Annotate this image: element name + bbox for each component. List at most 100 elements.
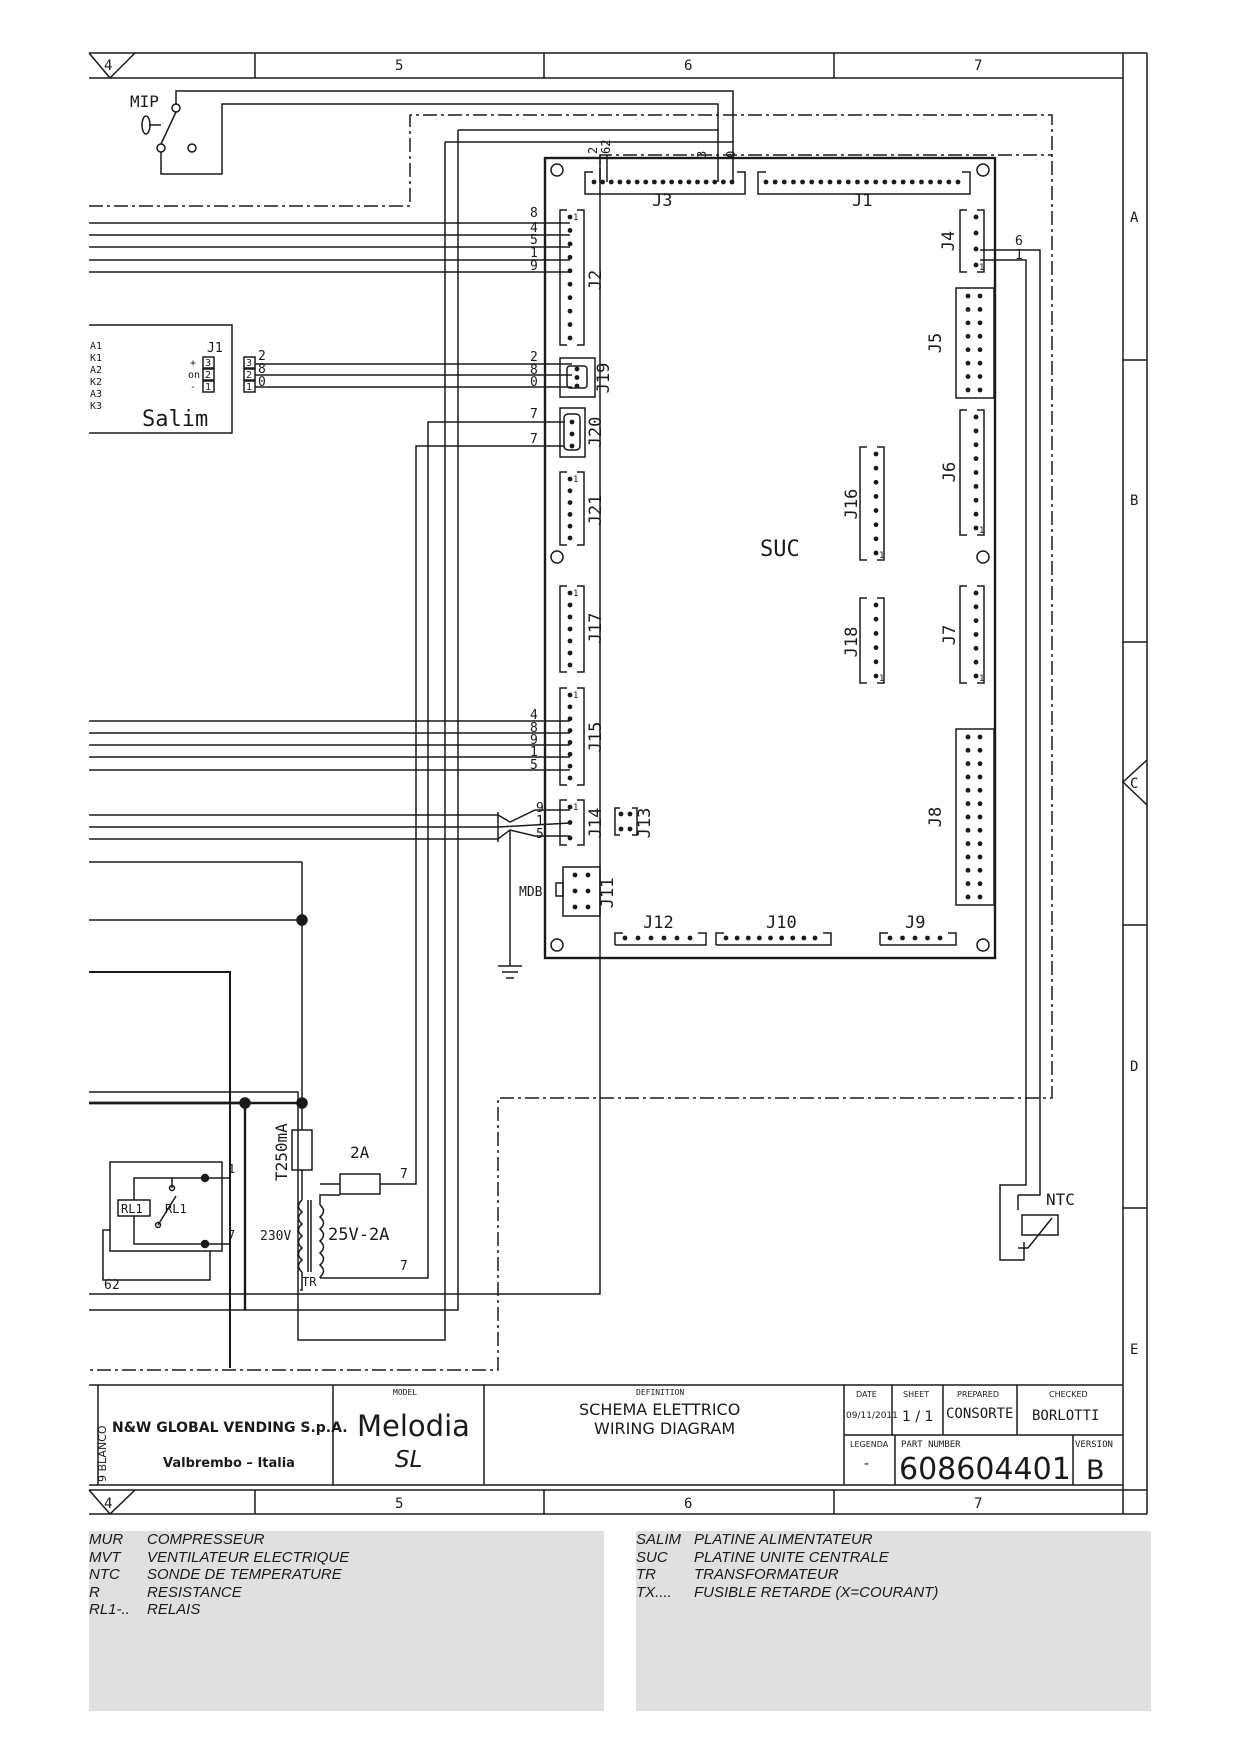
j7-pin — [973, 659, 979, 665]
j2-wires — [89, 222, 570, 273]
col-label-7: 7 — [974, 58, 982, 74]
j12-pin — [622, 935, 628, 941]
j3-pin — [651, 179, 657, 185]
j20-connector — [559, 407, 586, 458]
j16-connector — [877, 446, 885, 561]
j7-pin — [973, 618, 979, 624]
j3-wire-labels: 2 62 3 0 — [586, 140, 738, 158]
j7-pin — [973, 604, 979, 610]
j2-pin — [567, 335, 573, 341]
j1-pin — [836, 179, 842, 185]
j14-label: J14 — [586, 807, 606, 839]
j3-pin — [600, 179, 606, 185]
suc-label: SUC — [760, 537, 800, 562]
j13-label: J13 — [635, 807, 655, 839]
j17-pin — [567, 650, 573, 656]
j15-wire-labels: 4 8 9 1 5 — [530, 708, 538, 773]
svg-text:0: 0 — [530, 375, 538, 390]
j5-pin — [965, 320, 971, 326]
j7-connector-side — [959, 585, 967, 684]
legend-code: TR — [636, 1566, 656, 1583]
j5-pin — [977, 333, 983, 339]
j20-wire-1 — [320, 421, 565, 1279]
svg-text:K1: K1 — [90, 353, 102, 364]
j6-connector-side — [959, 409, 967, 536]
j3-pin — [643, 179, 649, 185]
model-sub: SL — [395, 1447, 422, 1473]
j19-pins — [574, 366, 580, 389]
j1-pin — [919, 179, 924, 185]
j12-pin — [661, 935, 667, 941]
j6-connector — [977, 409, 985, 536]
legend-desc: RELAIS — [147, 1601, 201, 1618]
j2-pin — [567, 228, 573, 233]
j21-label: J21 — [586, 494, 606, 526]
j3-pins — [591, 179, 735, 185]
j11-label: J11 — [598, 877, 618, 909]
j2-connector — [559, 209, 567, 346]
j7-pin — [973, 632, 979, 637]
j17-connector-side — [577, 585, 585, 673]
j15-pin — [567, 775, 573, 781]
checked-value: BORLOTTI — [1032, 1408, 1099, 1424]
j3-pin — [634, 179, 640, 185]
j21-pin — [567, 476, 573, 482]
relay-text: RL1 RL1 1 7 — [121, 1162, 235, 1242]
svg-text:62: 62 — [599, 140, 613, 154]
j3-pin — [660, 179, 666, 185]
date-header: DATE — [856, 1390, 877, 1399]
fuse-2a — [320, 1173, 381, 1195]
j8-connector — [955, 728, 995, 906]
j4-label: J4 — [939, 230, 959, 252]
ntc-wire-6 — [980, 249, 1041, 1196]
frame-labels: 4 5 6 7 4 5 6 7 A B C D E — [104, 58, 1139, 1512]
j8-pin — [965, 734, 971, 740]
svg-text:1: 1 — [1015, 248, 1023, 263]
j15-pin1-label: 1 — [573, 691, 578, 701]
j10-pin — [812, 935, 818, 941]
j8-pin — [965, 841, 971, 847]
definition-line1: SCHEMA ELETTRICO — [579, 1400, 740, 1419]
j15-pin — [567, 704, 573, 710]
legend-desc: PLATINE UNITE CENTRALE — [694, 1548, 889, 1566]
j12-pin — [687, 935, 693, 941]
j11-pins — [572, 872, 591, 910]
j3-pin — [703, 179, 709, 185]
j14-connector-side — [577, 799, 585, 846]
j21-pin — [567, 512, 573, 517]
j21-pins — [567, 476, 573, 541]
j5-pin — [965, 387, 971, 393]
svg-text:230V: 230V — [260, 1229, 291, 1244]
svg-text:7: 7 — [530, 432, 538, 447]
j1-connector — [757, 171, 971, 195]
j15-pin — [567, 751, 573, 757]
j3-pin — [712, 179, 718, 185]
j17-pins — [567, 590, 573, 668]
sheet-value: 1 / 1 — [902, 1409, 933, 1425]
fuse-main-label: T250mA — [272, 1123, 291, 1181]
svg-text:3: 3 — [246, 358, 252, 369]
mip-label: MIP — [130, 92, 159, 111]
j5-pin — [965, 347, 971, 353]
legend-desc: SONDE DE TEMPERATURE — [147, 1566, 342, 1583]
j16-pin — [873, 451, 879, 457]
j12-pin — [635, 935, 641, 941]
j21-pin — [567, 488, 573, 494]
bottom-connector-pins — [622, 935, 943, 941]
j10-pin — [779, 935, 785, 941]
j12-pin — [648, 935, 654, 941]
j8-pin — [965, 774, 971, 780]
definition-header: DEFINITION — [636, 1388, 684, 1397]
j6-pin1-label: 1 — [979, 526, 984, 536]
right-connector-pins — [965, 293, 983, 900]
j13-pins — [618, 811, 633, 832]
j18-pin — [873, 659, 879, 665]
svg-text:3: 3 — [205, 358, 211, 369]
title-block-text: 9 BLANCO N&W GLOBAL VENDING S.p.A. Valbr… — [96, 1388, 1113, 1487]
wire-3 — [89, 130, 459, 1311]
j8-pin — [965, 747, 971, 753]
j1-pin — [772, 179, 778, 185]
j4-pin — [973, 262, 979, 268]
j16-pin — [873, 494, 879, 499]
